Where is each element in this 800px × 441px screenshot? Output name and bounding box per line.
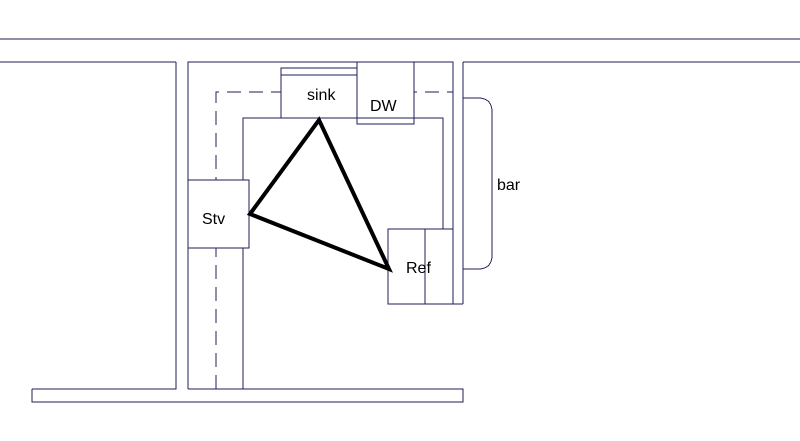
upper-cabinet-line xyxy=(215,91,453,389)
refrigerator-label: Ref xyxy=(406,260,431,277)
dishwasher-label: DW xyxy=(370,98,398,115)
work-triangle xyxy=(246,116,393,273)
bar-label: bar xyxy=(497,177,521,194)
dishwasher xyxy=(356,61,415,125)
stove-label: Stv xyxy=(202,211,225,228)
sink-label: sink xyxy=(307,87,336,104)
bar-counter xyxy=(463,97,493,270)
bottom-wall xyxy=(31,388,464,403)
left-room-wall xyxy=(32,62,177,390)
refrigerator xyxy=(387,228,454,305)
